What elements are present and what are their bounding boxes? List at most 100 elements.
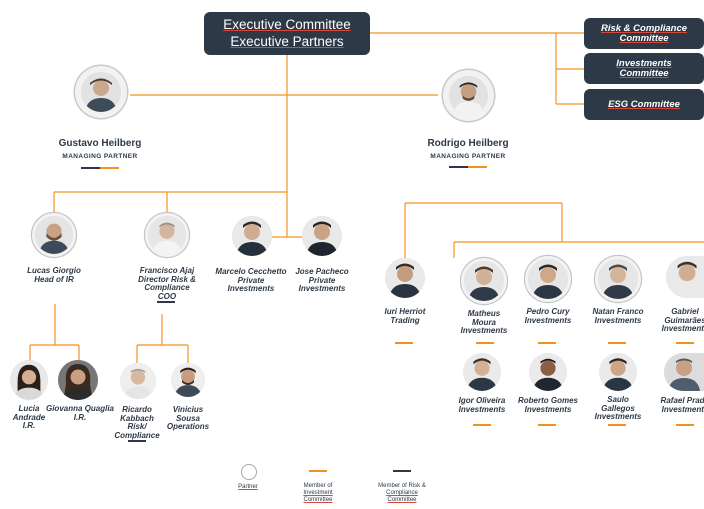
photo-francisco-ajaj: [145, 213, 189, 257]
person-icon: [148, 216, 186, 254]
person-title: Kabbach: [120, 413, 154, 423]
investment-member-marker: [476, 342, 494, 344]
person-name: Natan Franco: [592, 307, 644, 316]
photo-rafael-prado: [664, 353, 704, 391]
committee-line: Investments: [616, 57, 672, 69]
person-icon: [664, 353, 704, 391]
photo-natan-franco: [595, 256, 641, 302]
partner-name: Rodrigo Heilberg: [427, 138, 509, 149]
person-title: Trading: [390, 315, 420, 325]
photo-ricardo-kabbach: [120, 363, 156, 399]
person-icon: [171, 363, 205, 397]
person-name: Francisco Ajaj: [139, 266, 195, 275]
person-icon: [666, 256, 704, 298]
photo-igor-oliveira: [463, 353, 501, 391]
person-title: I.R.: [73, 412, 87, 422]
person-title: Investments: [298, 284, 346, 293]
person-label: Marcelo Cecchetto Private Investments: [208, 267, 294, 294]
risk-member-marker: [81, 167, 100, 169]
person-title: Sousa: [175, 413, 200, 423]
person-title: Investments: [661, 404, 704, 414]
person-title: Investments: [594, 412, 642, 421]
person-label: Jose Pacheco Private Investments: [282, 267, 362, 294]
legend-text: Committee: [387, 497, 417, 503]
person-icon: [120, 363, 156, 399]
executive-committee-box[interactable]: Executive Committee Executive Partners: [204, 12, 370, 55]
investment-member-marker: [473, 424, 491, 426]
partner-role: MANAGING PARTNER: [430, 153, 506, 160]
person-name: Lucas Giorgio: [27, 266, 81, 275]
person-name: Iuri Herriot: [384, 307, 426, 316]
investment-member-marker: [538, 342, 556, 344]
person-title: Compliance: [144, 283, 190, 292]
person-label: Iuri Herriot Trading: [365, 307, 445, 325]
person-name: Giovanna Quaglia: [45, 404, 114, 413]
photo-vinicius-sousa: [171, 363, 205, 397]
person-label: Gabriel Guimarães Investments: [650, 307, 704, 334]
risk-compliance-committee-box[interactable]: Risk & Compliance Committee: [584, 18, 704, 49]
person-icon: [529, 353, 567, 391]
person-label: Lucia Andrade I.R.: [0, 404, 64, 431]
investment-member-marker: [395, 342, 413, 344]
committee-line: ESG Committee: [608, 98, 680, 110]
photo-gabriel-guimaraes: [666, 256, 704, 298]
person-label: Natan Franco Investments: [578, 307, 658, 325]
risk-legend-marker: [393, 470, 411, 472]
photo-pedro-cury: [525, 256, 571, 302]
legend-text: Compliance: [386, 490, 418, 496]
executive-committee-label: Executive Committee: [223, 17, 351, 32]
photo-saulo-gallegos: [599, 353, 637, 391]
person-title: Investments: [458, 404, 506, 414]
photo-matheus-moura: [461, 258, 507, 304]
person-title: Investments: [594, 315, 642, 325]
person-title: Investments: [524, 404, 572, 414]
photo-lucas-giorgio: [32, 213, 76, 257]
executive-partners-label: Executive Partners: [230, 34, 344, 49]
committee-line: Committee: [619, 67, 669, 79]
person-name: Vinicius: [172, 405, 204, 414]
photo-jose-pacheco: [302, 216, 342, 256]
person-label: Vinicius Sousa Operations: [153, 405, 223, 432]
person-icon: [302, 216, 342, 256]
legend-risk-label: Member of Risk & Compliance Committee: [366, 483, 438, 504]
person-icon: [599, 353, 637, 391]
legend-text: Committee: [303, 497, 333, 503]
person-title: Risk/: [127, 422, 147, 431]
person-title: Director Risk &: [138, 274, 196, 284]
person-label: Saulo Gallegos Investments: [578, 395, 658, 422]
investment-member-marker: [676, 342, 694, 344]
person-icon: [10, 361, 48, 399]
person-icon: [81, 72, 121, 112]
partner-photo-gustavo: [75, 66, 127, 118]
person-title: Moura: [472, 317, 496, 327]
partner-legend-icon: [241, 464, 257, 480]
person-label: Matheus Moura Investments: [444, 309, 524, 336]
legend-text: Investment: [303, 490, 333, 496]
person-title: Compliance: [114, 430, 160, 440]
committee-line: Committee: [619, 32, 669, 44]
person-icon: [58, 360, 98, 400]
partner-name: Gustavo Heilberg: [58, 138, 142, 149]
investment-legend-marker: [309, 470, 327, 472]
legend-text: Partner: [238, 484, 258, 490]
partner-photo-rodrigo: [443, 70, 494, 121]
person-title: Head of IR: [34, 274, 74, 284]
person-name: Ricardo: [122, 405, 152, 414]
person-icon: [35, 216, 73, 254]
person-name: Lucia: [18, 404, 40, 413]
investment-member-marker: [608, 342, 626, 344]
person-title: Andrade: [12, 412, 46, 422]
legend-partner-label: Partner: [228, 484, 268, 491]
person-name: Matheus: [467, 309, 501, 318]
person-label: Rafael Prado Investments: [650, 396, 704, 414]
person-name: Igor Oliveira: [458, 396, 506, 405]
person-label: Igor Oliveira Investments: [442, 396, 522, 414]
photo-giovanna-quaglia: [58, 360, 98, 400]
person-title: Gallegos: [601, 403, 635, 413]
person-title: I.R.: [22, 421, 36, 430]
investments-committee-box[interactable]: Investments Committee: [584, 53, 704, 84]
person-title: Investments: [661, 324, 704, 333]
person-title: Private: [237, 275, 265, 285]
esg-committee-box[interactable]: ESG Committee: [584, 89, 704, 120]
